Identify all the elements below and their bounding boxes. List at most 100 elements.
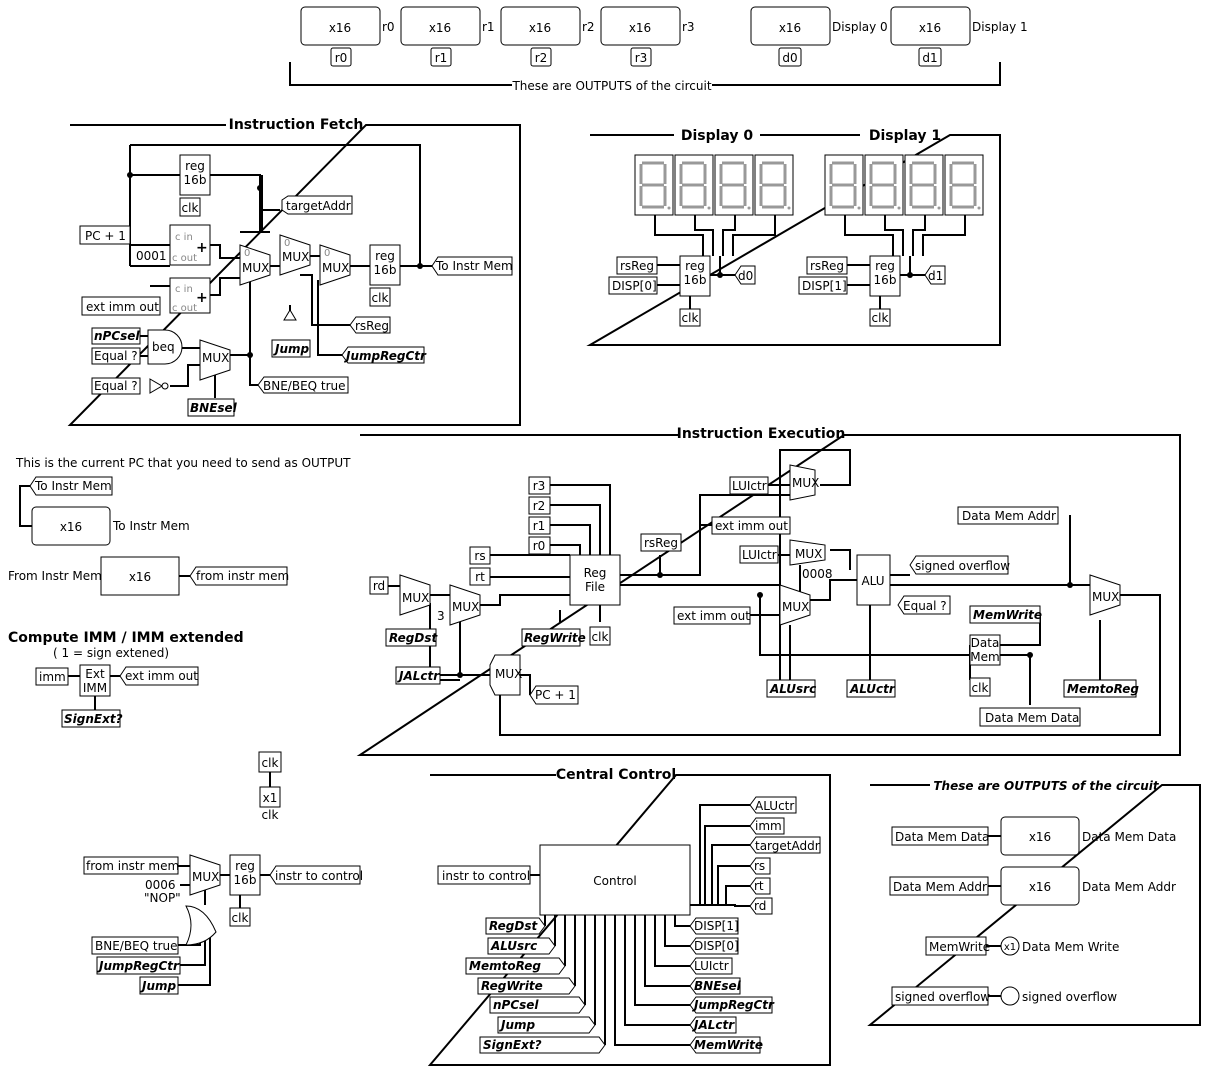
display0-reg-label: reg [685, 259, 705, 273]
adder2-cout: c out [172, 303, 197, 314]
alu-label: ALU [861, 574, 884, 588]
control-jump-tunnel: Jump [140, 979, 177, 993]
data-mem-clk-tunnel: clk [972, 681, 989, 695]
control-jalctr-out: JALctr [692, 1018, 735, 1032]
imm-tunnel: imm [39, 670, 66, 684]
control-luictr-out: LUIctr [694, 959, 729, 973]
tunnel-d1: d1 [922, 51, 937, 65]
display1-reg-label: reg [875, 259, 895, 273]
exec-luictr-tunnel-2: LUIctr [742, 548, 777, 562]
output-r2: x16 r2 r2 [500, 6, 595, 67]
output-r1-value: x16 [429, 21, 451, 35]
pc-note: This is the current PC that you need to … [15, 456, 351, 470]
control-from-instr-mem-tunnel: from instr mem [86, 859, 179, 873]
output-r0: x16 r0 r0 [300, 6, 395, 67]
fetch-mux-3: MUX [322, 261, 349, 275]
regfile-clk-tunnel: clk [592, 630, 609, 644]
exec-rs-tunnel: rs [474, 549, 485, 563]
imm-title: Compute IMM / IMM extended [8, 630, 244, 646]
fetch-jump-tunnel: Jump [273, 342, 310, 356]
exec-memtoreg-tunnel: MemtoReg [1067, 682, 1139, 696]
clk-input-label: clk [262, 808, 279, 822]
exec-r1-tunnel: r1 [533, 519, 546, 533]
output-display-1-value: x16 [919, 21, 941, 35]
control-memwrite-out: MemWrite [694, 1038, 763, 1052]
regdst-mux: MUX [402, 591, 429, 605]
display0-rsreg-tunnel: rsReg [620, 259, 654, 273]
control-disp0-out: DISP[0] [694, 939, 739, 953]
output-display-0: x16 Display 0 d0 [750, 6, 888, 67]
output-r1-label: r1 [482, 20, 495, 34]
memtoreg-mux: MUX [1092, 590, 1119, 604]
instr-reg-clk: clk [232, 911, 249, 925]
output-display-0-label: Display 0 [832, 20, 888, 34]
control-bottom-right-outputs: DISP[1] DISP[0] LUIctr BNEsel JumpRegCtr… [689, 917, 775, 1054]
fetch-const-0001: 0001 [136, 249, 167, 263]
out-data-mem-data-value: x16 [1029, 830, 1051, 844]
display0-clk-tunnel: clk [682, 311, 699, 325]
control-jumpregctr-tunnel: JumpRegCtr [97, 959, 180, 973]
fetch-mux-1: MUX [242, 261, 269, 275]
exec-r3-tunnel: r3 [533, 479, 546, 493]
exec-memwrite-tunnel: MemWrite [973, 608, 1042, 622]
display-panel: Display 0 Display 1 rsReg DISP[0] reg 16… [586, 128, 1001, 346]
ext-imm-line2: IMM [83, 681, 107, 695]
control-memtoreg-out: MemtoReg [469, 959, 541, 973]
outputs-box: These are OUTPUTS of the circuit Data Me… [867, 779, 1201, 1026]
out-data-mem-data-label: Data Mem Data [1082, 830, 1176, 844]
fetch-mux-2-zero: 0 [284, 238, 290, 249]
fetch-clk-tunnel-1: clk [182, 201, 199, 215]
control-aluctr-out: ALUctr [755, 799, 794, 813]
control-alusrc-out: ALUsrc [490, 939, 537, 953]
regfile-line1: Reg [584, 566, 607, 580]
data-mem-line1: Data [971, 636, 1000, 650]
fetch-mux-bne: MUX [202, 351, 229, 365]
ext-imm-line1: Ext [85, 667, 105, 681]
left-from-instr-mem-tunnel: from instr mem [196, 569, 289, 583]
exec-ext-imm-out-tunnel-1: ext imm out [715, 519, 788, 533]
tunnel-r3: r3 [635, 51, 648, 65]
display-0-title: Display 0 [681, 128, 754, 144]
regwrite-dst-mux: MUX [452, 600, 479, 614]
nop-mux: MUX [192, 870, 219, 884]
display1-disp-tunnel: DISP[1] [802, 279, 847, 293]
alusrc-mux: MUX [782, 600, 809, 614]
exec-data-mem-addr-tunnel: Data Mem Addr [962, 509, 1056, 523]
control-disp1-out: DISP[1] [694, 919, 739, 933]
fetch-equal-tunnel-2: Equal ? [94, 379, 138, 393]
fetch-title: Instruction Fetch [229, 117, 364, 133]
data-mem-line2: Mem [970, 650, 999, 664]
fetch-clk-tunnel-2: clk [372, 291, 389, 305]
control-rt-out: rt [754, 879, 764, 893]
exec-equal-tunnel: Equal ? [903, 599, 947, 613]
adder2-plus-icon: + [196, 290, 208, 306]
output-r3-value: x16 [629, 21, 651, 35]
clk-tunnel: clk [262, 756, 279, 770]
fetch-to-instr-mem-tunnel: To Instr Mem [435, 259, 513, 273]
exec-const-3: 3 [437, 609, 445, 623]
seven-segment-display-1 [823, 153, 985, 217]
exec-signed-overflow-tunnel: signed overflow [915, 559, 1010, 573]
display1-d1-tunnel: d1 [928, 269, 943, 283]
instr-reg-label: reg [235, 859, 255, 873]
output-r3-label: r3 [682, 20, 695, 34]
adder1-plus-icon: + [196, 240, 208, 256]
nop-const: 0006 [145, 878, 176, 892]
clk-input-value: x1 [263, 791, 278, 805]
fetch-beq-gate: beq [152, 340, 175, 354]
fetch-mux-1-zero: 0 [244, 248, 250, 259]
out-data-mem-data-tunnel: Data Mem Data [895, 830, 989, 844]
control-bnesel-out: BNEsel [694, 979, 742, 993]
out-data-mem-addr-value: x16 [1029, 880, 1051, 894]
output-r1: x16 r1 r1 [400, 6, 495, 67]
control-instr-input-tunnel: instr to control [442, 869, 530, 883]
exec-aluctr-tunnel: ALUctr [849, 682, 896, 696]
output-display-1-label: Display 1 [972, 20, 1028, 34]
fetch-mux-3-zero: 0 [324, 248, 330, 259]
left-to-instr-mem-tunnel: To Instr Mem [34, 479, 112, 493]
instruction-execution-panel: Instruction Execution r3 r2 r1 r0 rs rt … [356, 426, 1181, 756]
from-instr-mem-label: From Instr Mem [8, 569, 102, 583]
exec-luictr-tunnel-1: LUIctr [732, 479, 767, 493]
output-display-1: x16 Display 1 d1 [890, 6, 1028, 67]
